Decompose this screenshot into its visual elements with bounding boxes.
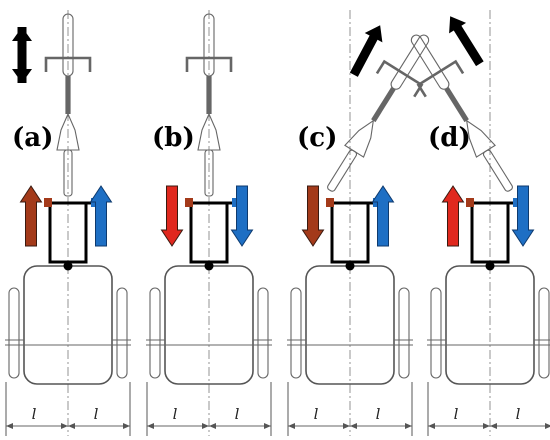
handcycle [185,13,233,197]
handlebar [44,56,92,72]
right-wheel [257,287,269,379]
dim-arrowhead [6,423,13,429]
panel-label: (d) [428,123,471,153]
handcycle [327,34,430,192]
boom-tube [327,149,358,192]
panel-d: l l (d) [410,10,550,436]
panels: l l (a) l l (b) l l (c) l l (d) [5,10,550,436]
boom-tube [482,149,513,192]
boom-tube [204,149,214,197]
left-wheel [8,287,20,379]
right-wheel [116,287,128,379]
steering-column [65,76,71,114]
dimension-label-left: l [454,405,459,423]
right-force-arrow [371,185,395,247]
left-force-arrow [160,185,184,247]
dim-arrowhead [288,423,295,429]
hitch-joint [63,261,73,271]
right-wheel [538,287,550,379]
right-force-arrow [89,185,113,247]
hitch-joint [204,261,214,271]
dimension-label-left: l [314,405,319,423]
left-grip-marker [326,198,334,207]
left-wheel [430,287,442,379]
travel-direction-arrow [12,27,32,83]
dim-arrowhead [202,423,209,429]
dim-arrowhead [405,423,412,429]
dim-arrowhead [264,423,271,429]
boom-tube [63,149,73,197]
dimension-label-left: l [173,405,178,423]
left-grip-marker [185,198,193,207]
steering-column [444,87,469,123]
dim-arrowhead [483,423,490,429]
dimension-label-left: l [32,405,37,423]
hitch-joint [485,261,495,271]
dim-arrowhead [123,423,130,429]
travel-direction-arrow [449,16,484,67]
left-force-arrow [301,185,325,247]
handcycle [410,34,513,192]
handcycle [44,13,92,197]
dim-arrowhead [350,423,357,429]
right-wheel [398,287,410,379]
right-force-arrow [511,185,535,247]
handlebar [416,59,465,98]
left-wheel [290,287,302,379]
hitch-joint [345,261,355,271]
left-grip-marker [466,198,474,207]
dim-arrowhead [343,423,350,429]
panel-label: (c) [297,123,337,153]
dim-arrowhead [147,423,154,429]
dimension-label-right: l [516,405,521,423]
left-grip-marker [44,198,52,207]
panel-c: l l (c) [287,10,430,436]
dim-arrowhead [545,423,550,429]
panel-label: (b) [152,123,195,153]
right-force-arrow [230,185,254,247]
travel-arrow-shape [12,27,32,83]
handlebar [375,59,424,98]
left-force-arrow [19,185,43,247]
travel-arrow-shape [449,16,484,67]
travel-direction-arrow [349,25,383,77]
handlebar [185,56,233,72]
panel-label: (a) [12,123,53,153]
dim-arrowhead [61,423,68,429]
left-force-arrow [441,185,465,247]
left-wheel [149,287,161,379]
dimension-label-right: l [235,405,240,423]
dimension-label-right: l [94,405,99,423]
dimension-label-right: l [376,405,381,423]
steering-column [371,87,396,123]
steering-column [206,76,212,114]
dim-arrowhead [490,423,497,429]
dim-arrowhead [68,423,75,429]
dim-arrowhead [209,423,216,429]
travel-arrow-shape [349,25,383,77]
panel-b: l l (b) [12,10,272,436]
dim-arrowhead [428,423,435,429]
